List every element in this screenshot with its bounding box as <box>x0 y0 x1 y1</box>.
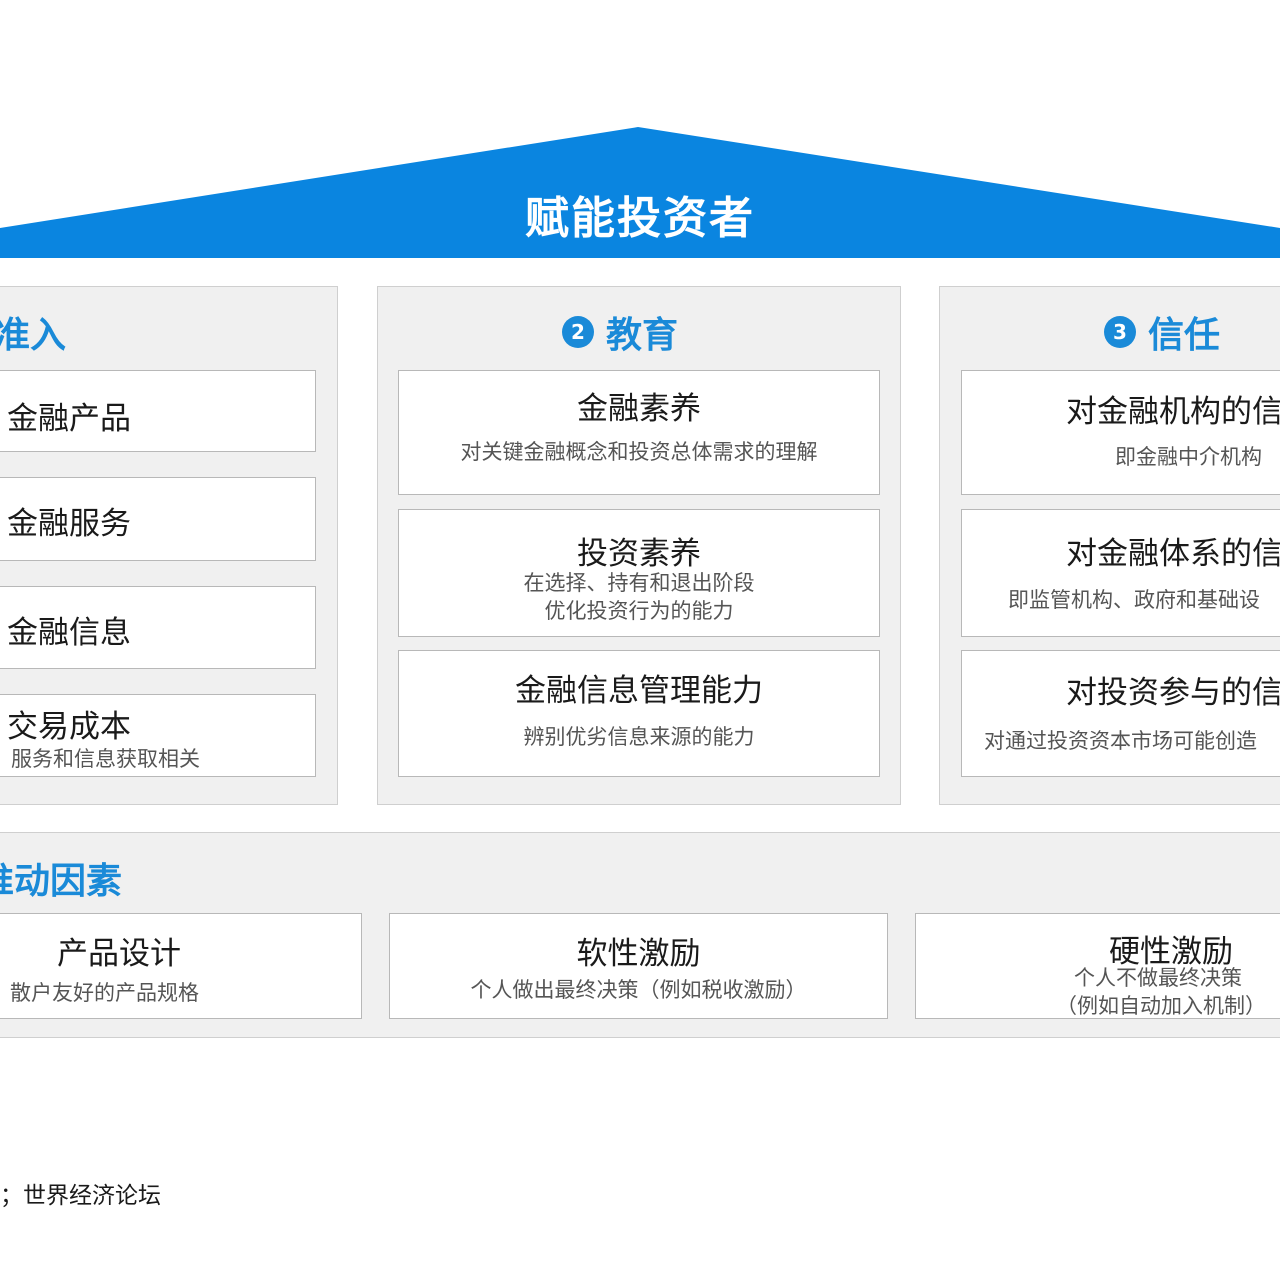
card-subtitle: 即监管机构、政府和基础设 <box>1008 588 1260 612</box>
card-subtitle: 对关键金融概念和投资总体需求的理解 <box>460 440 818 464</box>
card-info-management: 金融信息管理能力 辨别优劣信息来源的能力 <box>398 650 880 777</box>
card-title: 产品设计 <box>57 936 181 972</box>
card-subtitle-2: （例如自动加入机制） <box>1056 994 1266 1018</box>
pillar-education-title: 2 教育 <box>562 306 678 358</box>
card-title: 软性激励 <box>576 936 701 972</box>
source-note: ；世界经济论坛 <box>0 1183 161 1209</box>
card-subtitle: 个人做出最终决策（例如税收激励） <box>470 978 807 1002</box>
number-3-icon: 3 <box>1104 316 1136 348</box>
card-financial-services: 金融服务 <box>0 477 316 561</box>
card-subtitle: 在选择、持有和退出阶段 <box>523 571 755 595</box>
card-financial-products: 金融产品 <box>0 370 316 452</box>
card-title: 投资素养 <box>577 536 701 572</box>
card-hard-incentives: 硬性激励 个人不做最终决策 （例如自动加入机制） <box>915 913 1280 1019</box>
card-trust-participation: 对投资参与的信 对通过投资资本市场可能创造 <box>961 650 1280 777</box>
pillar-access-title: 准入 <box>0 306 66 358</box>
card-title: 对金融体系的信 <box>1066 536 1280 572</box>
card-title: 金融信息管理能力 <box>515 673 763 709</box>
card-title: 交易成本 <box>7 709 131 745</box>
roof-shape <box>0 127 1280 258</box>
card-title: 对投资参与的信 <box>1066 675 1280 711</box>
card-trust-system: 对金融体系的信 即监管机构、政府和基础设 <box>961 509 1280 637</box>
card-financial-information: 金融信息 <box>0 586 316 669</box>
card-title: 金融服务 <box>7 506 131 542</box>
pillar-access-title-text: 准入 <box>0 315 67 356</box>
card-financial-literacy: 金融素养 对关键金融概念和投资总体需求的理解 <box>398 370 880 495</box>
card-subtitle-2: 优化投资行为的能力 <box>544 599 734 623</box>
card-subtitle: 对通过投资资本市场可能创造 <box>984 729 1257 753</box>
pillar-education-title-text: 教育 <box>606 315 679 356</box>
card-subtitle: 散户友好的产品规格 <box>10 981 199 1005</box>
card-transaction-cost: 交易成本 服务和信息获取相关 <box>0 694 316 777</box>
card-title: 金融产品 <box>7 401 131 437</box>
pillar-trust-title-text: 信任 <box>1148 315 1221 356</box>
pillar-trust-title: 3 信任 <box>1104 306 1220 358</box>
number-2-icon: 2 <box>562 316 594 348</box>
card-soft-incentives: 软性激励 个人做出最终决策（例如税收激励） <box>389 913 888 1019</box>
card-subtitle: 个人不做最终决策 <box>1074 966 1242 990</box>
card-trust-institutions: 对金融机构的信 即金融中介机构 <box>961 370 1280 495</box>
card-title: 硬性激励 <box>1109 934 1233 970</box>
card-investment-literacy: 投资素养 在选择、持有和退出阶段 优化投资行为的能力 <box>398 509 880 637</box>
card-subtitle: 即金融中介机构 <box>1115 445 1262 469</box>
card-title: 金融素养 <box>577 391 701 427</box>
card-subtitle: 辨别优劣信息来源的能力 <box>523 725 755 749</box>
roof-title: 赋能投资者 <box>525 193 755 244</box>
card-title: 对金融机构的信 <box>1066 394 1280 430</box>
drivers-title: 推动因素 <box>0 861 123 902</box>
card-title: 金融信息 <box>7 615 131 651</box>
card-subtitle: 服务和信息获取相关 <box>11 747 200 771</box>
card-product-design: 产品设计 散户友好的产品规格 <box>0 913 362 1019</box>
